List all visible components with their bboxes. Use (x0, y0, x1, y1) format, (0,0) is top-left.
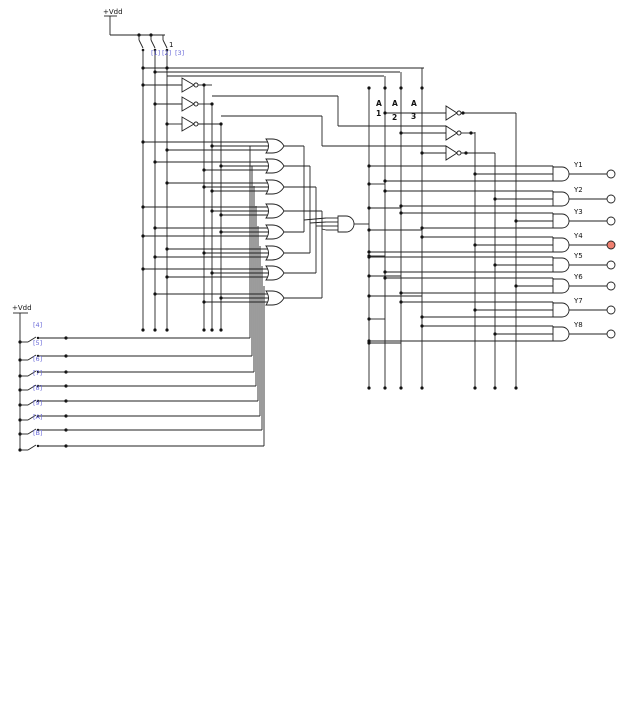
left-supply: +Vdd (12, 304, 32, 450)
left-buses (141, 66, 424, 332)
left-gate (153, 223, 311, 261)
left-switch-7[interactable]: [A] (18, 266, 263, 436)
left-switch-6[interactable]: [9] (18, 246, 261, 422)
output-1: Y1 (367, 161, 616, 183)
top-supply: +Vdd (103, 8, 165, 37)
left-inverters (141, 77, 223, 132)
left-switch-label: [A] (33, 413, 43, 421)
switch-1[interactable] (138, 35, 145, 68)
output-label: Y5 (573, 252, 583, 260)
output-led-icon (606, 260, 616, 270)
switch-label-3: [3] (175, 49, 184, 57)
left-switch-label: [B] (33, 429, 43, 437)
output-4: Y4 (367, 232, 616, 254)
output-led-icon (606, 281, 616, 291)
left-switch-label: [8] (33, 384, 42, 392)
output-6: Y6 (383, 273, 616, 295)
a3-index: 3 (411, 112, 416, 121)
output-led-icon (606, 216, 616, 226)
output-led-icon (606, 240, 616, 250)
a1-letter: A (376, 99, 382, 108)
left-switch-1[interactable]: [4] (18, 146, 251, 344)
output-5: Y5 (367, 252, 616, 274)
output-label: Y4 (573, 232, 583, 240)
left-switch-8[interactable]: [B] (18, 286, 265, 452)
output-3: Y3 (399, 208, 616, 230)
left-switch-3[interactable]: [6] (18, 186, 255, 378)
output-8: Y8 (367, 321, 616, 343)
switch-marker: 1 (169, 41, 173, 49)
left-gate (153, 158, 311, 223)
left-switch-2[interactable]: [5] (18, 166, 253, 362)
left-gate (141, 220, 305, 240)
left-gate (165, 179, 317, 226)
output-led-icon (606, 329, 616, 339)
output-label: Y1 (573, 161, 583, 169)
left-switches: [4] [5] [6] [7] [8] [9] [A] [B] (18, 146, 265, 452)
output-label: Y3 (573, 208, 583, 216)
output-led-icon (606, 194, 616, 204)
central-and-gate (326, 215, 369, 233)
output-2: Y2 (383, 186, 616, 208)
left-gates (141, 138, 327, 306)
right-a-labels: A 1 A 2 A 3 (376, 99, 417, 122)
a2-letter: A (392, 99, 398, 108)
right-buses (212, 68, 518, 390)
a2-index: 2 (392, 113, 397, 122)
vdd-label-top: +Vdd (103, 8, 123, 16)
vdd-label-left: +Vdd (12, 304, 32, 312)
a3-letter: A (411, 99, 417, 108)
a1-index: 1 (376, 109, 381, 118)
left-switch-label: [4] (33, 321, 42, 329)
left-gate (153, 229, 323, 306)
output-label: Y7 (573, 297, 583, 305)
left-switch-label: [6] (33, 355, 42, 363)
output-7: Y7 (399, 297, 616, 319)
left-switch-label: [9] (33, 399, 42, 407)
top-switches: 1 [1] [2] [3] (138, 35, 184, 68)
switch-label-1: [1] (151, 49, 160, 57)
output-led-icon (606, 305, 616, 315)
left-switch-label: [7] (33, 369, 42, 377)
output-label: Y8 (573, 321, 583, 329)
output-led-icon (606, 169, 616, 179)
left-switch-label: [5] (33, 339, 42, 347)
output-label: Y6 (573, 273, 583, 281)
left-gate (141, 203, 323, 229)
left-switch-4[interactable]: [7] (18, 206, 257, 392)
left-gate (141, 138, 305, 220)
switch-label-2: [2] (162, 49, 171, 57)
left-gate (141, 226, 317, 281)
switch-2[interactable] (150, 35, 157, 68)
output-label: Y2 (573, 186, 583, 194)
switch-3[interactable] (162, 35, 169, 68)
left-switch-5[interactable]: [8] (18, 226, 259, 407)
